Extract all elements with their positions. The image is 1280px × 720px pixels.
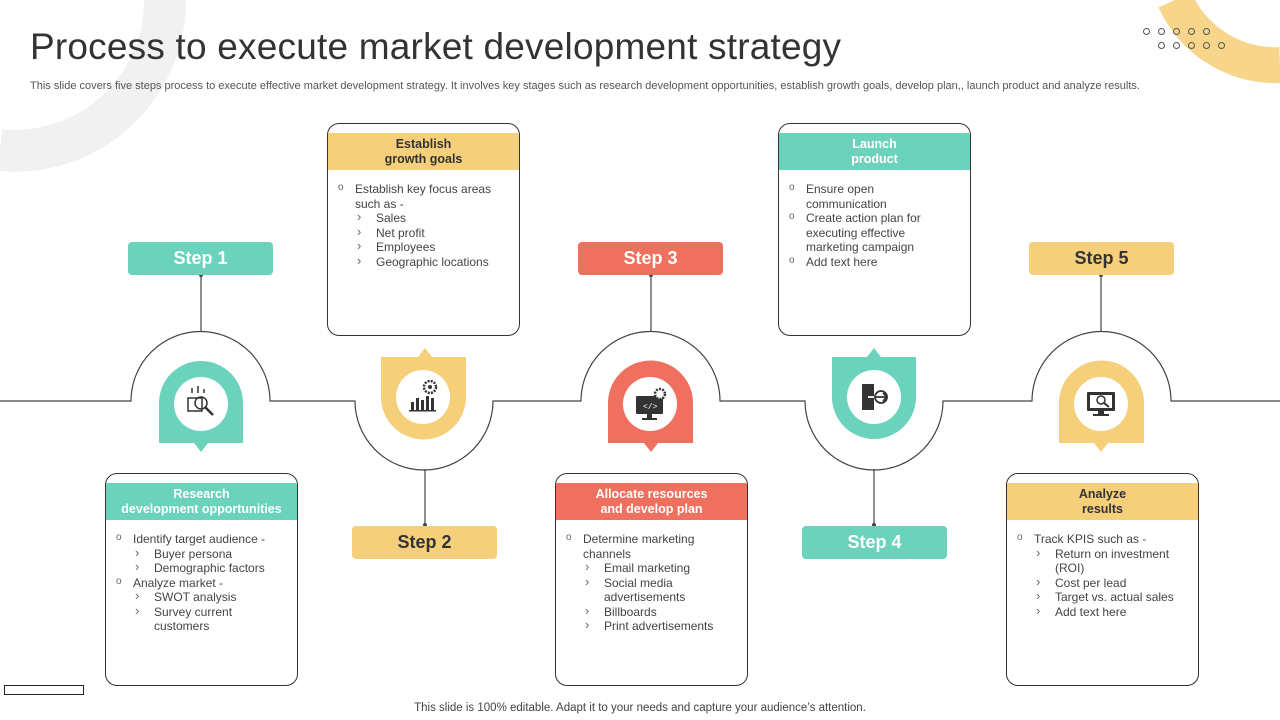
placeholder-box [4, 685, 84, 695]
step-3-badge: Step 3 [578, 242, 723, 275]
list-subitem: Employees [357, 239, 511, 255]
list-subitem: SWOT analysis [135, 589, 289, 605]
step-5-card-title: Analyze results [1007, 483, 1198, 520]
step-4-card-list: Ensure open communication Create action … [779, 170, 970, 269]
list-subitem: Return on investment (ROI) [1036, 546, 1190, 576]
step-2-card-list: Establish key focus areas such as - Sale… [328, 170, 519, 269]
list-item: Determine marketing channels Email marke… [566, 531, 739, 634]
list-subitem: Email marketing [585, 560, 719, 576]
list-subitem: Net profit [357, 225, 511, 241]
decor-arc-right [1158, 0, 1280, 84]
list-subitem: Buyer persona [135, 546, 289, 562]
list-item: Add text here [789, 254, 950, 270]
step-4-card-title: Launch product [779, 133, 970, 170]
step-2-badge: Step 2 [352, 526, 497, 559]
list-subitem: Print advertisements [585, 618, 719, 634]
step-1-badge: Step 1 [128, 242, 273, 275]
step-5-card-list: Track KPIS such as - Return on investmen… [1007, 520, 1198, 619]
step-3-card: Allocate resources and develop plan Dete… [555, 473, 748, 686]
list-item: Create action plan for executing effecti… [789, 210, 950, 255]
page-subtitle: This slide covers five steps process to … [30, 80, 1140, 92]
list-subitem: Survey current customers [135, 604, 289, 634]
step-3-card-list: Determine marketing channels Email marke… [556, 520, 747, 634]
monitor-code-gear-icon: </> [636, 387, 667, 420]
list-item: Analyze market - SWOT analysis Survey cu… [116, 575, 289, 634]
step-2-pin [381, 348, 466, 440]
list-subitem: Billboards [585, 604, 719, 620]
footer-note: This slide is 100% editable. Adapt it to… [414, 702, 866, 714]
decor-arc-left [0, 0, 187, 172]
step-1-card-title: Research development opportunities [106, 483, 297, 520]
step-4-badge: Step 4 [802, 526, 947, 559]
list-subitem: Cost per lead [1036, 575, 1190, 591]
step-1-card-list: Identify target audience - Buyer persona… [106, 520, 297, 634]
step-5-badge: Step 5 [1029, 242, 1174, 275]
svg-text:</>: </> [643, 403, 658, 412]
list-subitem: Target vs. actual sales [1036, 589, 1190, 605]
step-2-card: Establish growth goals Establish key foc… [327, 123, 520, 336]
list-subitem: Demographic factors [135, 560, 289, 576]
step-1-card: Research development opportunities Ident… [105, 473, 298, 686]
step-2-card-title: Establish growth goals [328, 133, 519, 170]
list-subitem: Sales [357, 210, 511, 226]
research-magnifier-icon [187, 386, 214, 416]
step-4-card: Launch product Ensure open communication… [778, 123, 971, 336]
door-exit-icon [862, 384, 889, 410]
list-item: Track KPIS such as - Return on investmen… [1017, 531, 1190, 620]
growth-chart-gear-icon [409, 379, 438, 412]
step-5-card: Analyze results Track KPIS such as - Ret… [1006, 473, 1199, 686]
list-item: Identify target audience - Buyer persona… [116, 531, 289, 576]
list-subitem: Social media advertisements [585, 575, 719, 605]
list-item: Establish key focus areas such as - Sale… [338, 181, 511, 270]
page-title: Process to execute market development st… [30, 26, 842, 67]
monitor-search-icon [1087, 392, 1115, 416]
list-subitem: Geographic locations [357, 254, 511, 270]
list-item: Ensure open communication [789, 181, 950, 211]
list-subitem: Add text here [1036, 604, 1190, 620]
step-3-card-title: Allocate resources and develop plan [556, 483, 747, 520]
